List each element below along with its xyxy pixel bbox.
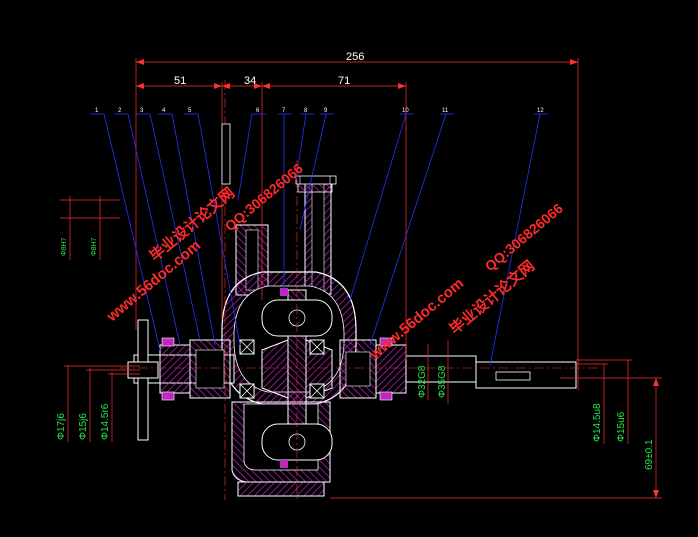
part-number: 10 bbox=[402, 108, 409, 114]
fit-left-1: Φ17j6 bbox=[56, 413, 67, 440]
part-number: 5 bbox=[188, 108, 192, 114]
dim-height: 69±0.1 bbox=[644, 439, 655, 470]
part-number: 11 bbox=[442, 108, 449, 114]
dim-overall: 256 bbox=[346, 51, 364, 63]
left-shaft-assembly bbox=[127, 319, 255, 441]
dim-seg3: 71 bbox=[338, 75, 350, 87]
right-shaft-assembly bbox=[339, 337, 577, 401]
leader-lines bbox=[90, 113, 548, 366]
part-number: 4 bbox=[162, 108, 166, 114]
fit-center-2: Φ35G8 bbox=[437, 365, 448, 398]
central-gears bbox=[261, 288, 333, 468]
dimension-arrows bbox=[136, 59, 659, 498]
part-number: 9 bbox=[324, 108, 328, 114]
dimension-lines bbox=[60, 58, 662, 499]
fit-right-1: Φ14.5u8 bbox=[592, 403, 603, 442]
fit-small-2: Φ8H7 bbox=[91, 237, 98, 256]
dim-seg2: 34 bbox=[244, 75, 256, 87]
center-lines bbox=[120, 80, 600, 500]
part-number: 12 bbox=[537, 108, 544, 114]
fit-left-3: Φ14.5r6 bbox=[100, 403, 111, 440]
part-number: 7 bbox=[282, 108, 286, 114]
fit-center-1: Φ32G8 bbox=[417, 365, 428, 398]
fit-small-1: Φ8H7 bbox=[61, 237, 68, 256]
fit-right-2: Φ15u6 bbox=[616, 411, 627, 442]
part-numbers: 1 2 3 4 5 6 7 8 9 10 11 12 bbox=[95, 108, 544, 114]
fit-left-2: Φ15j6 bbox=[78, 413, 89, 440]
top-rod bbox=[221, 123, 231, 185]
part-number: 3 bbox=[140, 108, 144, 114]
fit-labels: Φ17j6 Φ15j6 Φ14.5r6 Φ32G8 Φ35G8 Φ14.5u8 … bbox=[56, 237, 627, 442]
dim-seg1: 51 bbox=[174, 75, 186, 87]
part-number: 2 bbox=[118, 108, 122, 114]
part-number: 6 bbox=[256, 108, 260, 114]
dimension-text: 256 51 34 71 69±0.1 bbox=[174, 51, 655, 470]
part-number: 1 bbox=[95, 108, 99, 114]
part-number: 8 bbox=[304, 108, 308, 114]
